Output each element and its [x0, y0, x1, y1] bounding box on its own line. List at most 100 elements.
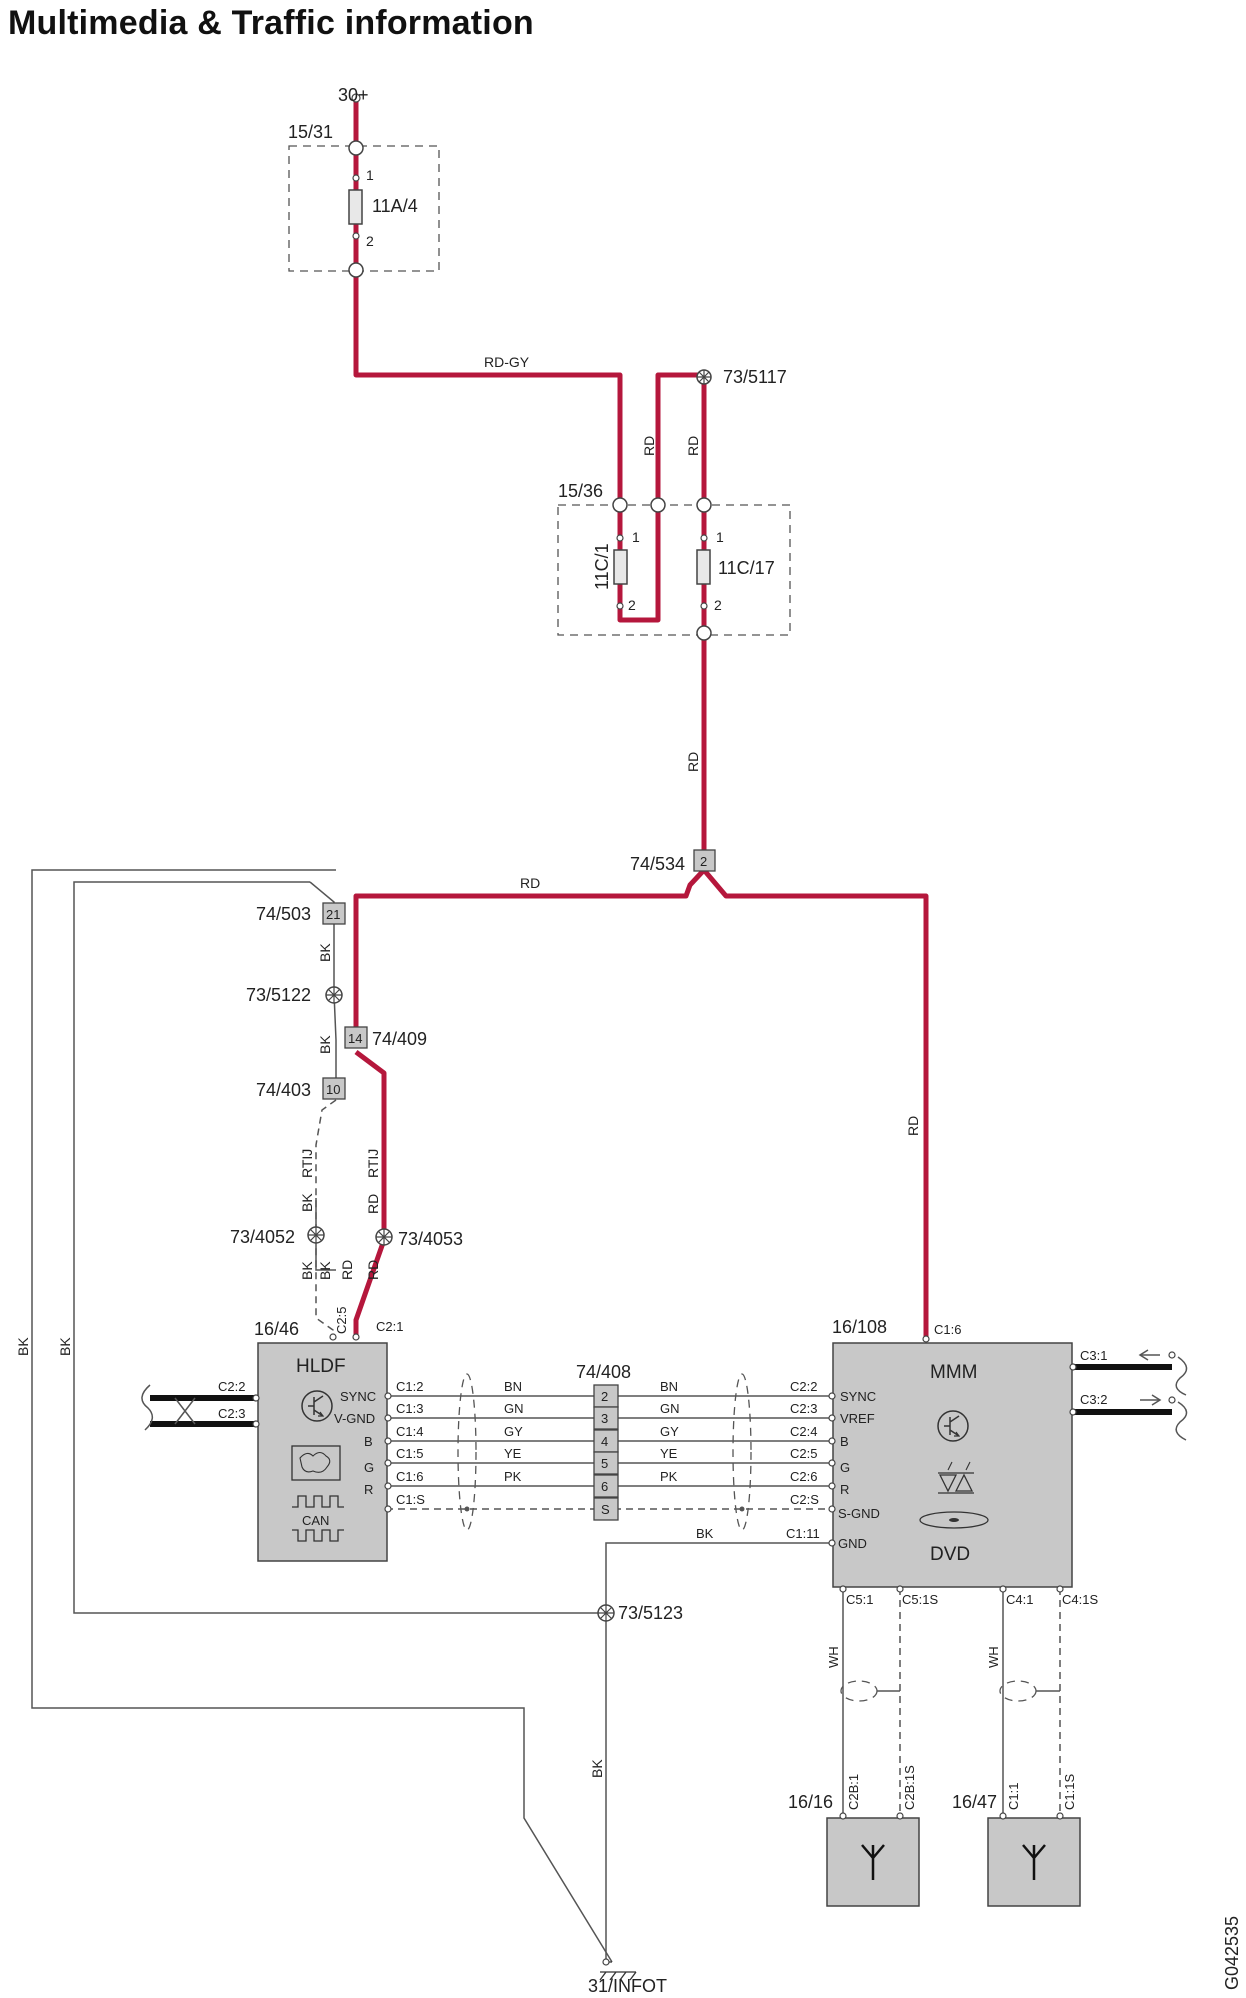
pin-label: C1:6	[934, 1322, 961, 1337]
splice-73-5122	[325, 986, 343, 1004]
module-id: 16/108	[832, 1317, 887, 1337]
pin-label: C4:1	[1006, 1592, 1033, 1607]
bk-wire-73-4052	[315, 1198, 336, 1271]
rtij-wire	[315, 1099, 337, 1337]
power-wires	[353, 98, 929, 1338]
wire-color-label: RD	[905, 1116, 921, 1136]
gnd-wire-mmm	[605, 1542, 832, 1962]
can-label: CAN	[302, 1513, 329, 1528]
pin-label: C2:1	[376, 1319, 403, 1334]
mmm-aux-inputs	[1071, 1349, 1188, 1441]
hldf-module	[252, 1333, 392, 1562]
pin-label: C2:2	[218, 1379, 245, 1394]
wire-color-label: BK	[317, 1035, 333, 1054]
signal-label: G	[840, 1460, 850, 1475]
supply-terminal	[351, 93, 361, 103]
page-title: Multimedia & Traffic information	[8, 4, 534, 42]
wire-color-label: RD	[520, 875, 540, 891]
wire-color-label: RD-GY	[484, 354, 530, 370]
module-sub: DVD	[930, 1544, 970, 1565]
connector-pin-label: 14	[348, 1031, 362, 1046]
pin-label: C1:1	[1006, 1783, 1021, 1810]
connector-pin-label: 21	[326, 907, 340, 922]
fuse-box-label: 15/31	[288, 122, 333, 142]
pin-label: C1:2	[396, 1379, 423, 1394]
fuse-pin-label: 2	[628, 597, 636, 613]
fuse-box-label: 15/36	[558, 481, 603, 501]
wire-color-label: RD	[365, 1260, 381, 1280]
pin-label: C1:4	[396, 1424, 423, 1439]
wire-color-label: WH	[826, 1646, 841, 1668]
antenna-icon	[861, 1844, 885, 1880]
connector-74-408	[593, 1384, 619, 1521]
connector-74-534	[693, 849, 716, 872]
signal-label: SYNC	[840, 1389, 876, 1404]
wire-color-label: BK	[15, 1337, 31, 1356]
wire-color-label: BN	[660, 1379, 678, 1394]
connector-label: 74/534	[630, 854, 685, 874]
fuse-pin-label: 2	[366, 233, 374, 249]
ground-wire-outer	[31, 869, 613, 1963]
signal-label: S-GND	[838, 1506, 880, 1521]
disc-icon	[919, 1511, 989, 1529]
pin-label: C2B:1	[846, 1774, 861, 1810]
connector-74-503	[322, 902, 346, 925]
splice-73-4053	[375, 1228, 393, 1246]
pin-label: C4:1S	[1062, 1592, 1098, 1607]
pin-label: C1:11	[786, 1526, 820, 1541]
fuse-label: 11C/17	[718, 558, 775, 578]
wire-color-label: PK	[504, 1469, 522, 1484]
connector-pin-label: 6	[601, 1479, 608, 1494]
pin-label: C2:3	[218, 1406, 245, 1421]
fuse-pin-label: 1	[716, 529, 724, 545]
ground-terminal	[599, 1958, 637, 1981]
wire-color-label: BK	[317, 1261, 333, 1280]
wire-color-label: RTIJ	[299, 1149, 315, 1178]
pin-label: C2:3	[790, 1401, 817, 1416]
supply-label: 30+	[338, 85, 369, 105]
wire-color-label: BK	[317, 943, 333, 962]
antenna-16-47	[987, 1812, 1081, 1907]
splice-label: 73/5117	[723, 367, 787, 387]
pin-label: C5:1S	[902, 1592, 938, 1607]
wire-color-label: RD	[685, 752, 701, 772]
wire-color-label: RTIJ	[365, 1149, 381, 1178]
pin-label: C1:6	[396, 1469, 423, 1484]
connector-pin-label: 2	[700, 854, 707, 869]
wire-color-label: RD	[365, 1194, 381, 1214]
pin-label: C2:4	[790, 1424, 817, 1439]
map-icon	[291, 1445, 341, 1481]
splice-label: 73/5123	[618, 1603, 683, 1623]
transistor-icon	[937, 1410, 969, 1442]
antenna-id: 16/47	[952, 1792, 997, 1812]
can-bus-icon	[292, 1495, 344, 1542]
antenna-id: 16/16	[788, 1792, 833, 1812]
module-name: HLDF	[296, 1356, 346, 1377]
splice-label: 73/4053	[398, 1229, 463, 1249]
pin-label: C1:3	[396, 1401, 423, 1416]
wire-color-label: BN	[504, 1379, 522, 1394]
wire-color-label: PK	[660, 1469, 678, 1484]
signal-label: G	[364, 1460, 374, 1475]
pin-label: C5:1	[846, 1592, 873, 1607]
pin-label: C2B:1S	[902, 1765, 917, 1810]
wire-color-label: GY	[660, 1424, 679, 1439]
splice-73-5117	[696, 369, 712, 385]
pin-label: C1:5	[396, 1446, 423, 1461]
ground-wire-inner	[73, 881, 606, 1614]
pin-label: C2:2	[790, 1379, 817, 1394]
mmm-module	[828, 1335, 1077, 1593]
module-id: 16/46	[254, 1319, 299, 1339]
splice-73-4052	[307, 1226, 325, 1244]
pin-label: C1:1S	[1062, 1774, 1077, 1810]
connector-label: 74/408	[576, 1362, 631, 1382]
connector-pin-label: 3	[601, 1411, 608, 1426]
signal-label: GND	[838, 1536, 867, 1551]
signal-label: SYNC	[340, 1389, 376, 1404]
thyristor-icon	[938, 1461, 974, 1494]
splice-73-5123	[597, 1604, 615, 1622]
connector-label: 74/403	[256, 1080, 311, 1100]
pin-label: C3:2	[1080, 1392, 1107, 1407]
wire-color-label: BK	[696, 1526, 714, 1541]
